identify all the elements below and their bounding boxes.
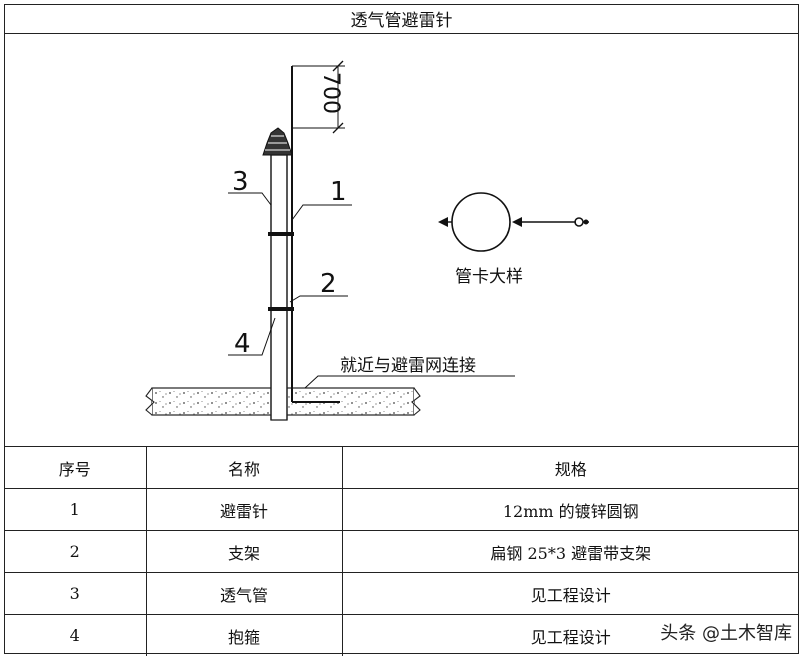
watermark: 头条 @土木智库 [660, 623, 792, 644]
row-spec: 12mm 的镀锌圆钢 [341, 488, 799, 531]
table-row: 4 抱箍 见工程设计 [4, 614, 799, 656]
row-name: 透气管 [145, 572, 343, 615]
row-index: 4 [4, 614, 147, 656]
callout-2: 2 [320, 269, 337, 299]
callout-4: 4 [234, 329, 251, 359]
table-header-row: 序号 名称 规格 [4, 446, 799, 489]
row-name: 抱箍 [145, 614, 343, 656]
clamp-detail [438, 192, 589, 252]
callout-3: 3 [232, 167, 249, 197]
table-row: 1 避雷针 12mm 的镀锌圆钢 [4, 488, 799, 531]
lightning-rod-diagram: 700 3 1 2 4 就近与避雷网连接 管卡大样 [145, 60, 589, 421]
pipe-clamp-supports [268, 232, 294, 311]
vent-pipe [270, 154, 288, 421]
dimension-label: 700 [318, 72, 343, 114]
row-name: 避雷针 [145, 488, 343, 531]
drawing-title: 透气管避雷针 [4, 4, 799, 34]
header-name: 名称 [145, 446, 343, 489]
row-index: 3 [4, 572, 147, 615]
callout-leaders [228, 192, 515, 389]
callout-1: 1 [330, 177, 347, 207]
header-index: 序号 [4, 446, 147, 489]
vent-cap [262, 127, 293, 156]
row-name: 支架 [145, 530, 343, 573]
specification-table: 序号 名称 规格 1 避雷针 12mm 的镀锌圆钢 2 支架 扁钢 25*3 避… [4, 446, 799, 656]
dimension-line: 700 [292, 60, 345, 134]
lightning-rod [291, 66, 340, 403]
row-spec: 见工程设计 [341, 614, 799, 656]
clamp-caption: 管卡大样 [455, 267, 523, 287]
connection-note: 就近与避雷网连接 [340, 356, 476, 376]
row-spec: 见工程设计 [341, 572, 799, 615]
row-index: 2 [4, 530, 147, 573]
row-index: 1 [4, 488, 147, 531]
table-row: 3 透气管 见工程设计 [4, 572, 799, 615]
table-row: 2 支架 扁钢 25*3 避雷带支架 [4, 530, 799, 573]
row-spec: 扁钢 25*3 避雷带支架 [341, 530, 799, 573]
header-spec: 规格 [341, 446, 799, 489]
